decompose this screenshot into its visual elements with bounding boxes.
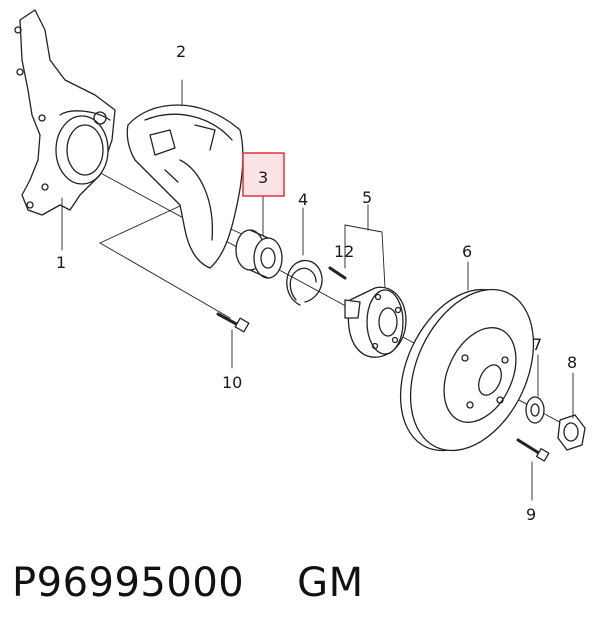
disc-bolt (516, 438, 550, 501)
part-caption: P96995000 GM (12, 560, 364, 606)
part-label-10: 10 (222, 373, 242, 392)
part-label-1: 1 (56, 253, 66, 272)
brake-disc (399, 261, 535, 452)
part-label-2: 2 (176, 42, 186, 61)
part-label-7: 7 (532, 335, 542, 354)
shield-bolt (216, 312, 250, 369)
hub-nut (557, 372, 586, 451)
part-number: P96995000 (12, 560, 245, 606)
part-label-5: 5 (362, 188, 372, 207)
brand-name: GM (297, 560, 364, 606)
part-label-12: 12 (334, 242, 354, 261)
part-label-8: 8 (567, 353, 577, 372)
part-label-4: 4 (298, 190, 308, 209)
snap-ring (286, 207, 323, 306)
part-label-3: 3 (258, 168, 268, 187)
exploded-parts-diagram: 1 2 3 4 5 6 7 8 9 10 12 (14, 9, 586, 524)
washer (525, 354, 545, 424)
wheel-bearing (235, 195, 283, 279)
highlight-box-part-3 (242, 152, 285, 197)
part-label-9: 9 (526, 505, 536, 524)
wheel-hub (344, 204, 407, 358)
steering-knuckle (14, 9, 116, 251)
wheel-stud (328, 224, 347, 280)
dust-shield (126, 79, 244, 269)
part-label-6: 6 (462, 242, 472, 261)
